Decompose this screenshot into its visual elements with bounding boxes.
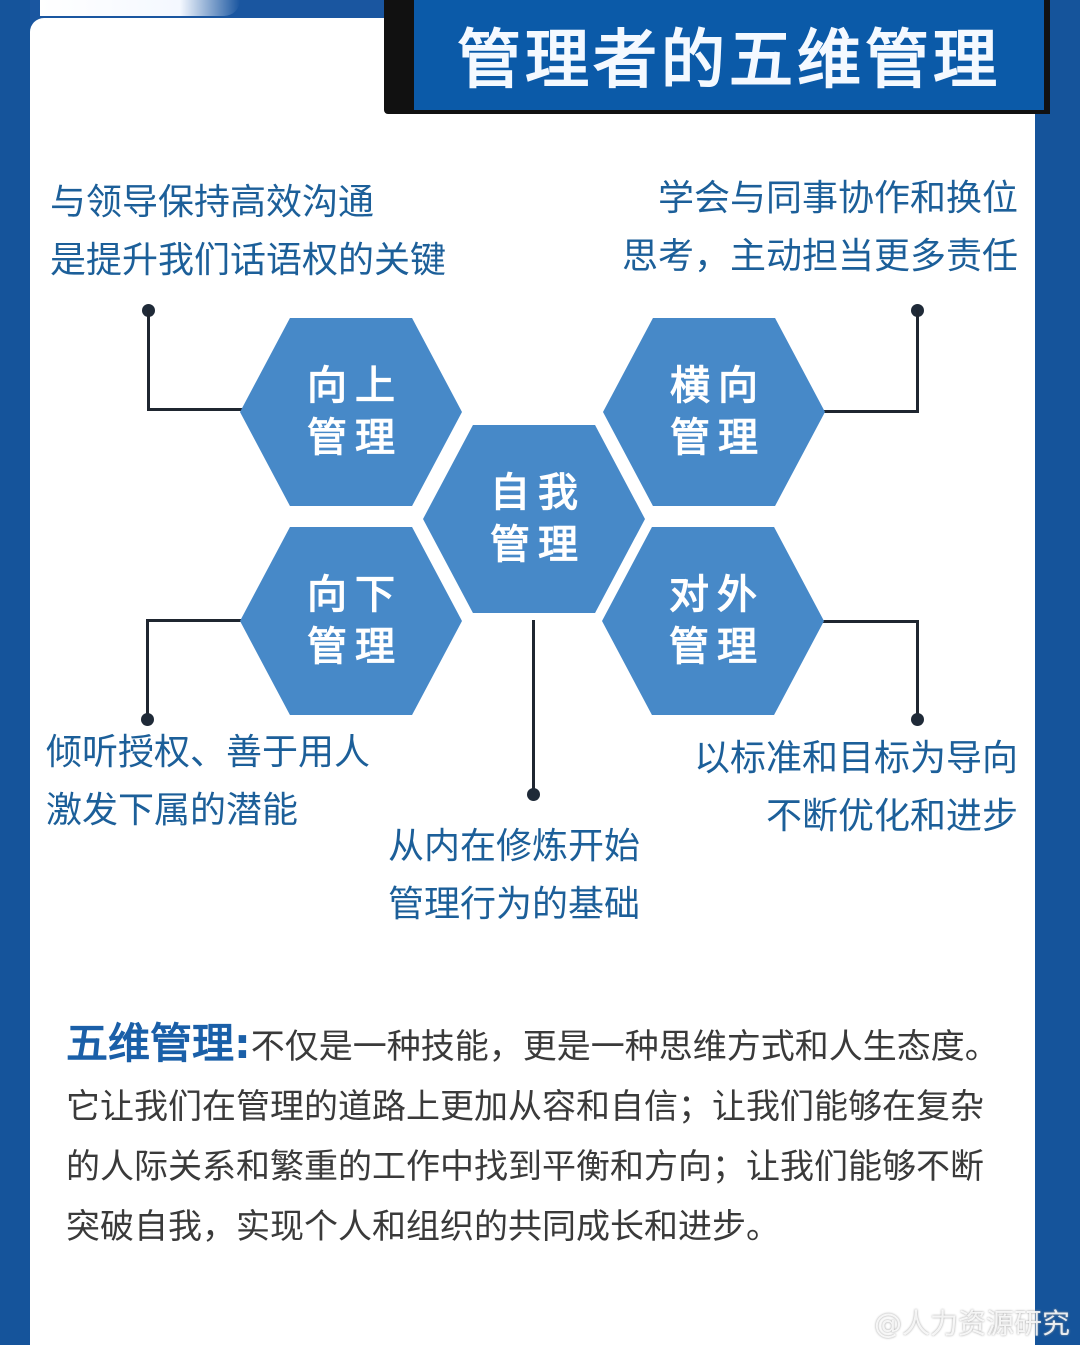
hex-label: 管理	[307, 624, 403, 670]
downward-description: 倾听授权、善于用人 激发下属的潜能	[46, 724, 370, 840]
desc-line: 是提升我们话语权的关键	[50, 240, 447, 281]
hexagon-external-management: 对外 管理	[602, 527, 824, 715]
connector-line-upward	[147, 408, 243, 411]
hex-label: 自我	[490, 470, 586, 516]
desc-line: 与领导保持高效沟通	[50, 182, 375, 223]
weibo-icon	[834, 1311, 866, 1335]
watermark: @人力资源研究	[834, 1302, 1070, 1342]
desc-line: 以标准和目标为导向	[693, 738, 1018, 779]
connector-line-external	[822, 620, 919, 623]
decorative-glare	[40, 0, 240, 16]
hex-label: 管理	[670, 415, 766, 461]
connector-line-downward	[146, 619, 149, 719]
desc-line: 不断优化和进步	[765, 796, 1018, 837]
hexagon-self-management: 自我 管理	[423, 425, 645, 613]
lateral-description: 学会与同事协作和换位 思考，主动担当更多责任	[622, 170, 1018, 286]
connector-line-self	[532, 620, 535, 790]
summary-body: 不仅是一种技能，更是一种思维方式和人生态度。它让我们在管理的道路上更加从容和自信…	[66, 1027, 999, 1247]
desc-line: 管理行为的基础	[388, 884, 641, 925]
hex-label: 管理	[669, 624, 765, 670]
hex-label: 向下	[307, 572, 403, 618]
desc-line: 思考，主动担当更多责任	[621, 236, 1018, 277]
hex-label: 对外	[669, 572, 765, 618]
hex-label: 管理	[490, 522, 586, 568]
right-frame-border	[1035, 0, 1080, 1345]
hexagon-lateral-management: 横向 管理	[603, 318, 825, 506]
connector-line-lateral	[822, 410, 919, 413]
desc-line: 学会与同事协作和换位	[657, 178, 1018, 219]
self-description: 从内在修炼开始 管理行为的基础	[388, 818, 640, 934]
connector-line-upward	[147, 310, 150, 411]
page-title: 管理者的五维管理	[414, 0, 1044, 110]
connector-dot-self	[527, 788, 540, 801]
left-frame-border	[0, 0, 30, 1345]
title-banner: 管理者的五维管理	[384, 0, 1050, 114]
hex-label: 管理	[307, 415, 403, 461]
connector-dot-external	[911, 713, 924, 726]
summary-lead: 五维管理:	[66, 1019, 251, 1068]
desc-line: 从内在修炼开始	[388, 826, 641, 867]
desc-line: 倾听授权、善于用人	[46, 732, 371, 773]
connector-line-external	[916, 620, 919, 720]
external-description: 以标准和目标为导向 不断优化和进步	[694, 730, 1018, 846]
watermark-text: @人力资源研究	[873, 1307, 1070, 1340]
hex-label: 向上	[307, 363, 403, 409]
connector-line-downward	[146, 619, 244, 622]
connector-line-lateral	[916, 310, 919, 413]
hexagon-downward-management: 向下 管理	[240, 527, 462, 715]
connector-dot-downward	[141, 713, 154, 726]
desc-line: 激发下属的潜能	[46, 790, 299, 831]
hexagon-upward-management: 向上 管理	[240, 318, 462, 506]
hex-label: 横向	[670, 363, 766, 409]
summary-paragraph: 五维管理:不仅是一种技能，更是一种思维方式和人生态度。它让我们在管理的道路上更加…	[66, 1014, 1006, 1257]
upward-description: 与领导保持高效沟通 是提升我们话语权的关键	[50, 174, 446, 290]
